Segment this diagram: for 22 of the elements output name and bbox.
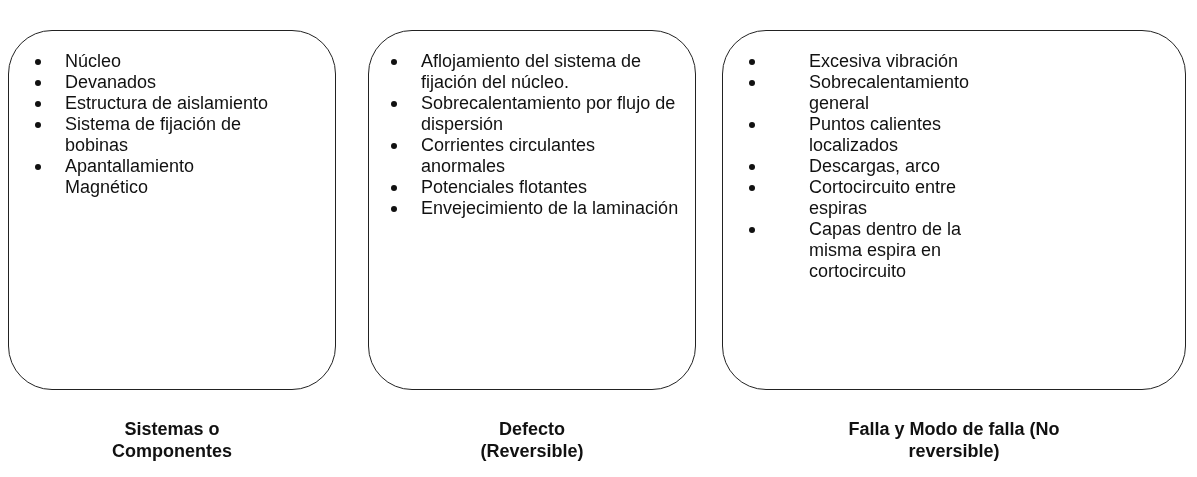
- list-item: Estructura de aislamiento: [65, 93, 270, 114]
- column-caption: Defecto (Reversible): [479, 418, 585, 462]
- list-item: Devanados: [65, 72, 158, 93]
- list-item: Corrientes circulantes anormales: [421, 135, 597, 177]
- list-item: Envejecimiento de la laminación: [421, 198, 680, 219]
- list-item: Apantallamiento Magnético: [65, 156, 196, 198]
- rounded-box: [8, 30, 336, 390]
- list-item: Sobrecalentamiento general: [809, 72, 971, 114]
- list-item: Capas dentro de la misma espira en cortocircuito: [809, 219, 963, 282]
- list-item: Sobrecalentamiento por flujo de dispersión: [421, 93, 677, 135]
- list-item: Descargas, arco: [809, 156, 942, 177]
- rounded-box: [368, 30, 696, 390]
- list-item: Excesiva vibración: [809, 51, 960, 72]
- column-caption: Falla y Modo de falla (No reversible): [847, 418, 1061, 462]
- list-item: Aflojamiento del sistema de fijación del núcleo.: [421, 51, 643, 93]
- list-item: Sistema de fijación de bobinas: [65, 114, 243, 156]
- list-item: Cortocircuito entre espiras: [809, 177, 958, 219]
- list-item: Potenciales flotantes: [421, 177, 589, 198]
- rounded-box: [722, 30, 1186, 390]
- list-item: Puntos calientes localizados: [809, 114, 943, 156]
- column-caption: Sistemas o Componentes: [111, 418, 233, 462]
- list-item: Núcleo: [65, 51, 123, 72]
